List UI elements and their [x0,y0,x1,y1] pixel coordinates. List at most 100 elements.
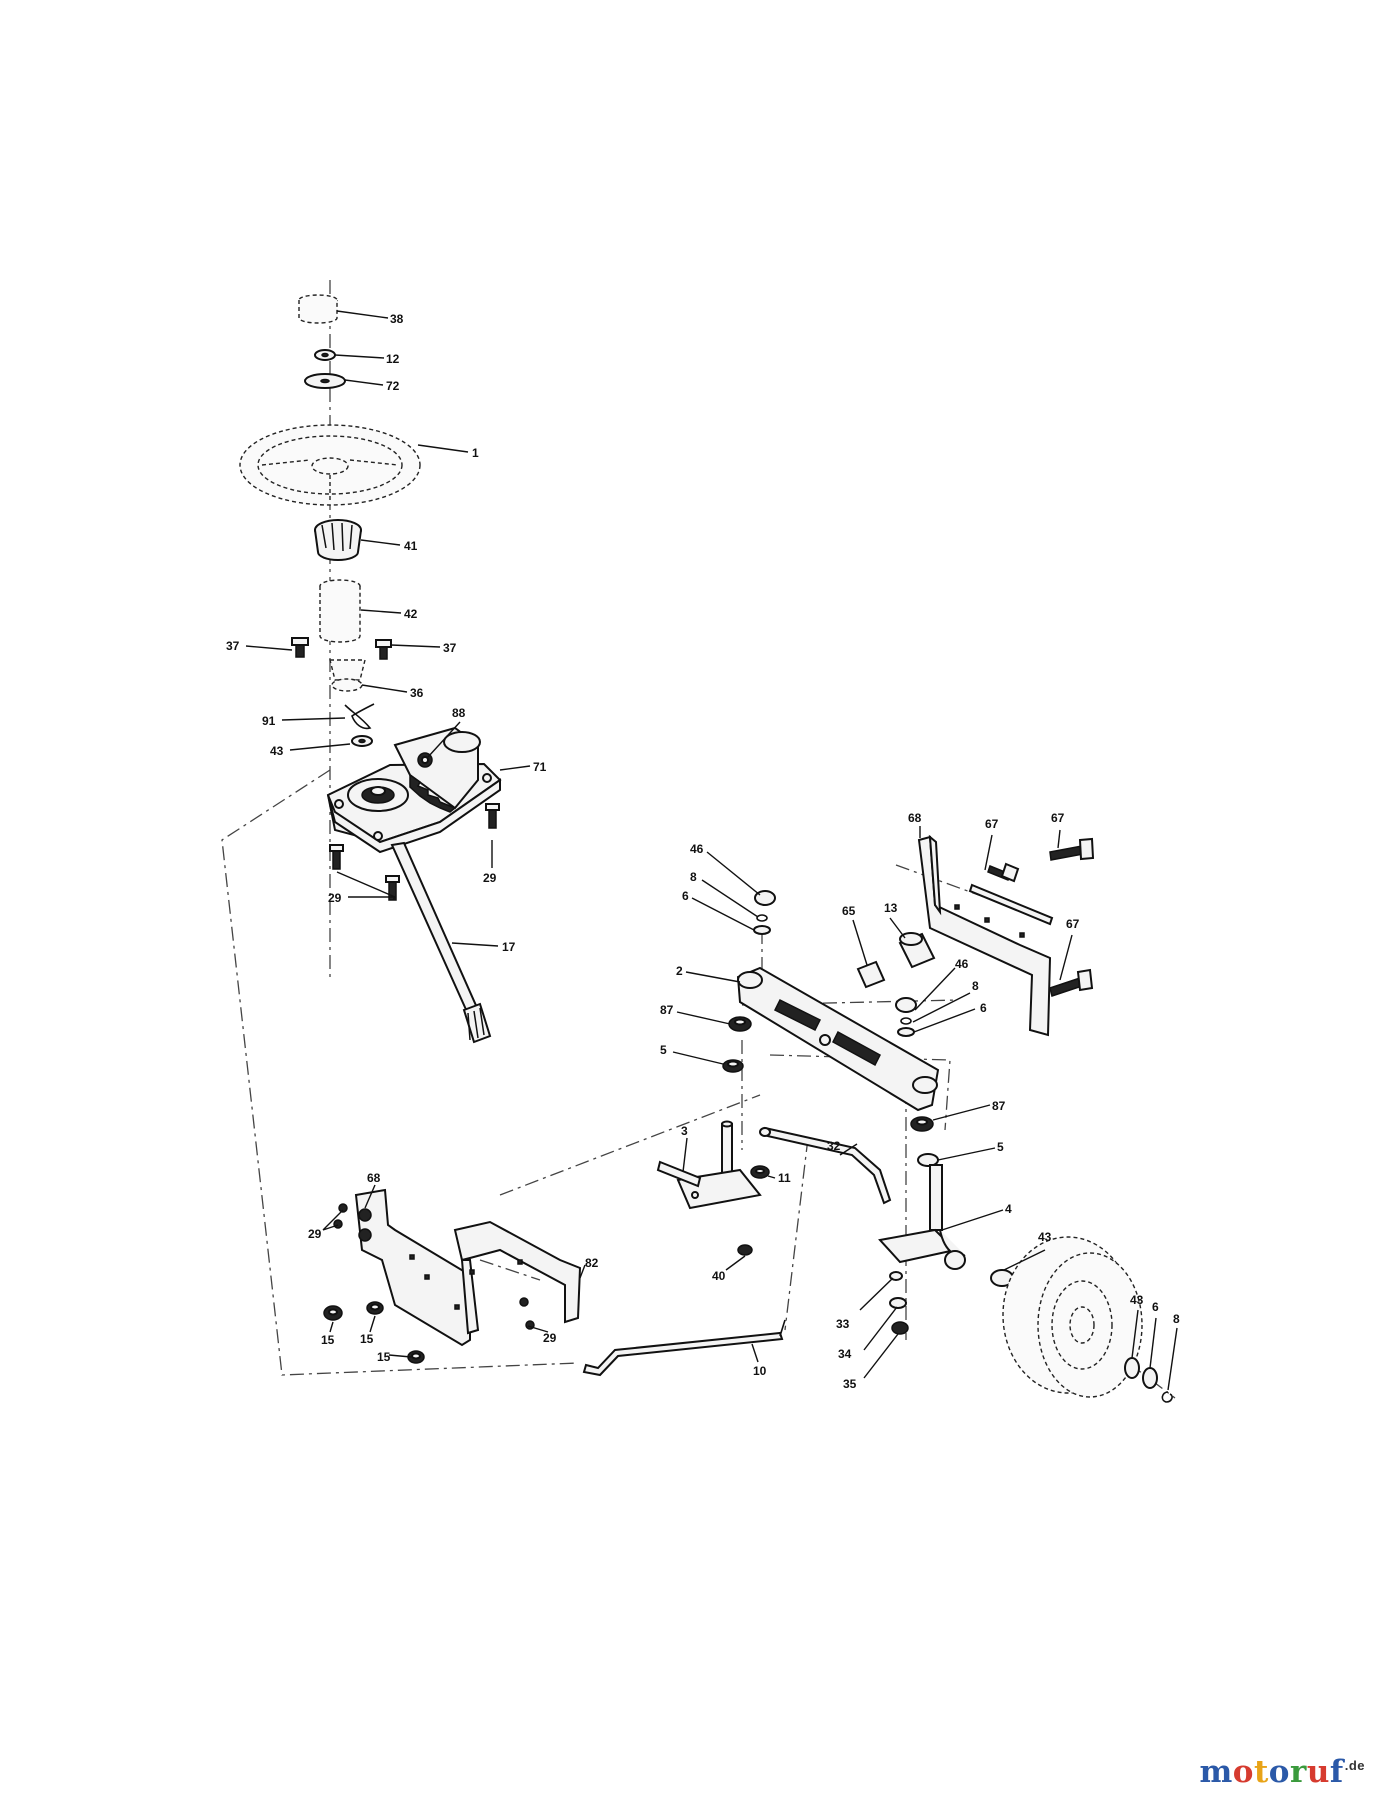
bearing-87-left [728,1016,752,1032]
callout-67-b: 67 [1051,811,1065,825]
bolt-29-center [385,875,400,901]
spacer-13 [898,932,936,969]
callout-43-wheel: 43 [1130,1293,1144,1307]
callout-37-right: 37 [443,641,457,655]
bolt-29-bracket-b [333,1219,343,1229]
steering-nut [314,349,336,361]
bolt-37-left [291,637,309,658]
callout-43-upper: 43 [270,744,284,758]
support-bracket-82 [453,1220,582,1335]
callout-15-c: 15 [377,1350,391,1364]
callout-8-right: 8 [972,979,979,993]
callout-1: 1 [472,446,479,460]
callout-labels: 38 12 72 1 41 42 37 37 36 91 88 43 71 29… [226,312,1180,1391]
pin-65 [856,960,886,989]
callout-41: 41 [404,539,418,553]
front-axle [736,966,940,1112]
washer-40 [737,1244,753,1256]
callout-3: 3 [681,1124,688,1138]
steering-gear-housing [326,762,502,854]
rod-67 [968,883,1054,926]
steering-cap [298,294,338,324]
callout-6-wheel: 6 [1152,1300,1159,1314]
callout-8-left: 8 [690,870,697,884]
clip-91 [344,703,375,730]
nut-15-b [366,1301,384,1315]
callout-87-left: 87 [660,1003,674,1017]
bolt-67-c [1049,968,1094,997]
callout-29-right: 29 [483,871,497,885]
callout-43-axle: 43 [1038,1230,1052,1244]
callout-72: 72 [386,379,400,393]
watermark-letter: r [1289,1754,1307,1790]
callout-6-left: 6 [682,889,689,903]
callout-82: 82 [585,1256,599,1270]
callout-38: 38 [390,312,404,326]
bolt-37-right [375,639,392,660]
callout-11: 11 [778,1171,791,1185]
callout-2: 2 [676,964,683,978]
callout-29-bracket: 29 [308,1227,322,1241]
callout-67-a: 67 [985,817,999,831]
callout-40: 40 [712,1269,726,1283]
callout-46-left: 46 [690,842,704,856]
callout-36: 36 [410,686,424,700]
callout-15-b: 15 [360,1332,374,1346]
wheel-clip-8 [1161,1391,1173,1403]
callout-67-c: 67 [1066,917,1080,931]
axle-mount-bracket [917,834,1052,1037]
callout-5-right: 5 [997,1140,1004,1154]
washer-34 [889,1297,907,1309]
watermark-letter: o [1232,1754,1254,1790]
nut-35 [891,1321,909,1335]
callout-8-wheel: 8 [1173,1312,1180,1326]
callout-34: 34 [838,1347,852,1361]
bolt-67-a [987,862,1020,883]
callout-10: 10 [753,1364,767,1378]
callout-17: 17 [502,940,516,954]
watermark-letter: u [1306,1754,1330,1790]
steering-wheel [239,424,421,506]
nut-11 [750,1165,770,1179]
clip-8-left [756,914,768,922]
clip-8-right [900,1017,912,1025]
motoruf-watermark-logo: motoruf.de [1199,1754,1365,1790]
steering-sector-gear [393,726,481,813]
axle-cap-46-right [895,997,917,1013]
watermark-letter: t [1253,1754,1269,1790]
steering-washer [304,373,346,389]
column-bracket [329,659,366,692]
callout-42: 42 [404,607,418,621]
tie-rod-32 [759,1126,892,1205]
nut-15-c [407,1350,425,1364]
watermark-letter: m [1199,1754,1233,1790]
wheel-washer-43 [1124,1357,1140,1379]
callout-91: 91 [262,714,276,728]
steering-column-sleeve [319,579,361,643]
callout-12: 12 [386,352,400,366]
callout-15-a: 15 [321,1333,335,1347]
callout-68-lower: 68 [367,1171,381,1185]
callout-35: 35 [843,1377,857,1391]
watermark-suffix: .de [1344,1758,1365,1773]
callout-88: 88 [452,706,466,720]
bolt-29-bracket-a [338,1203,348,1213]
steering-shaft [390,841,492,1044]
washer-6-right [897,1027,915,1037]
callout-13: 13 [884,901,898,915]
callout-29-lower: 29 [543,1331,557,1345]
callout-33: 33 [836,1317,850,1331]
front-wheel [1002,1236,1143,1398]
callout-68-upper: 68 [908,811,922,825]
bolt-29-left [329,844,344,870]
watermark-letter: f [1329,1754,1344,1790]
steering-support-plate [354,1188,471,1347]
watermark-letter: o [1268,1754,1290,1790]
callout-65: 65 [842,904,856,918]
bolt-29-bracket-c [519,1297,535,1330]
nut-15-a [323,1305,343,1321]
callout-37-left: 37 [226,639,240,653]
callout-32: 32 [827,1139,841,1153]
callout-46-right: 46 [955,957,969,971]
